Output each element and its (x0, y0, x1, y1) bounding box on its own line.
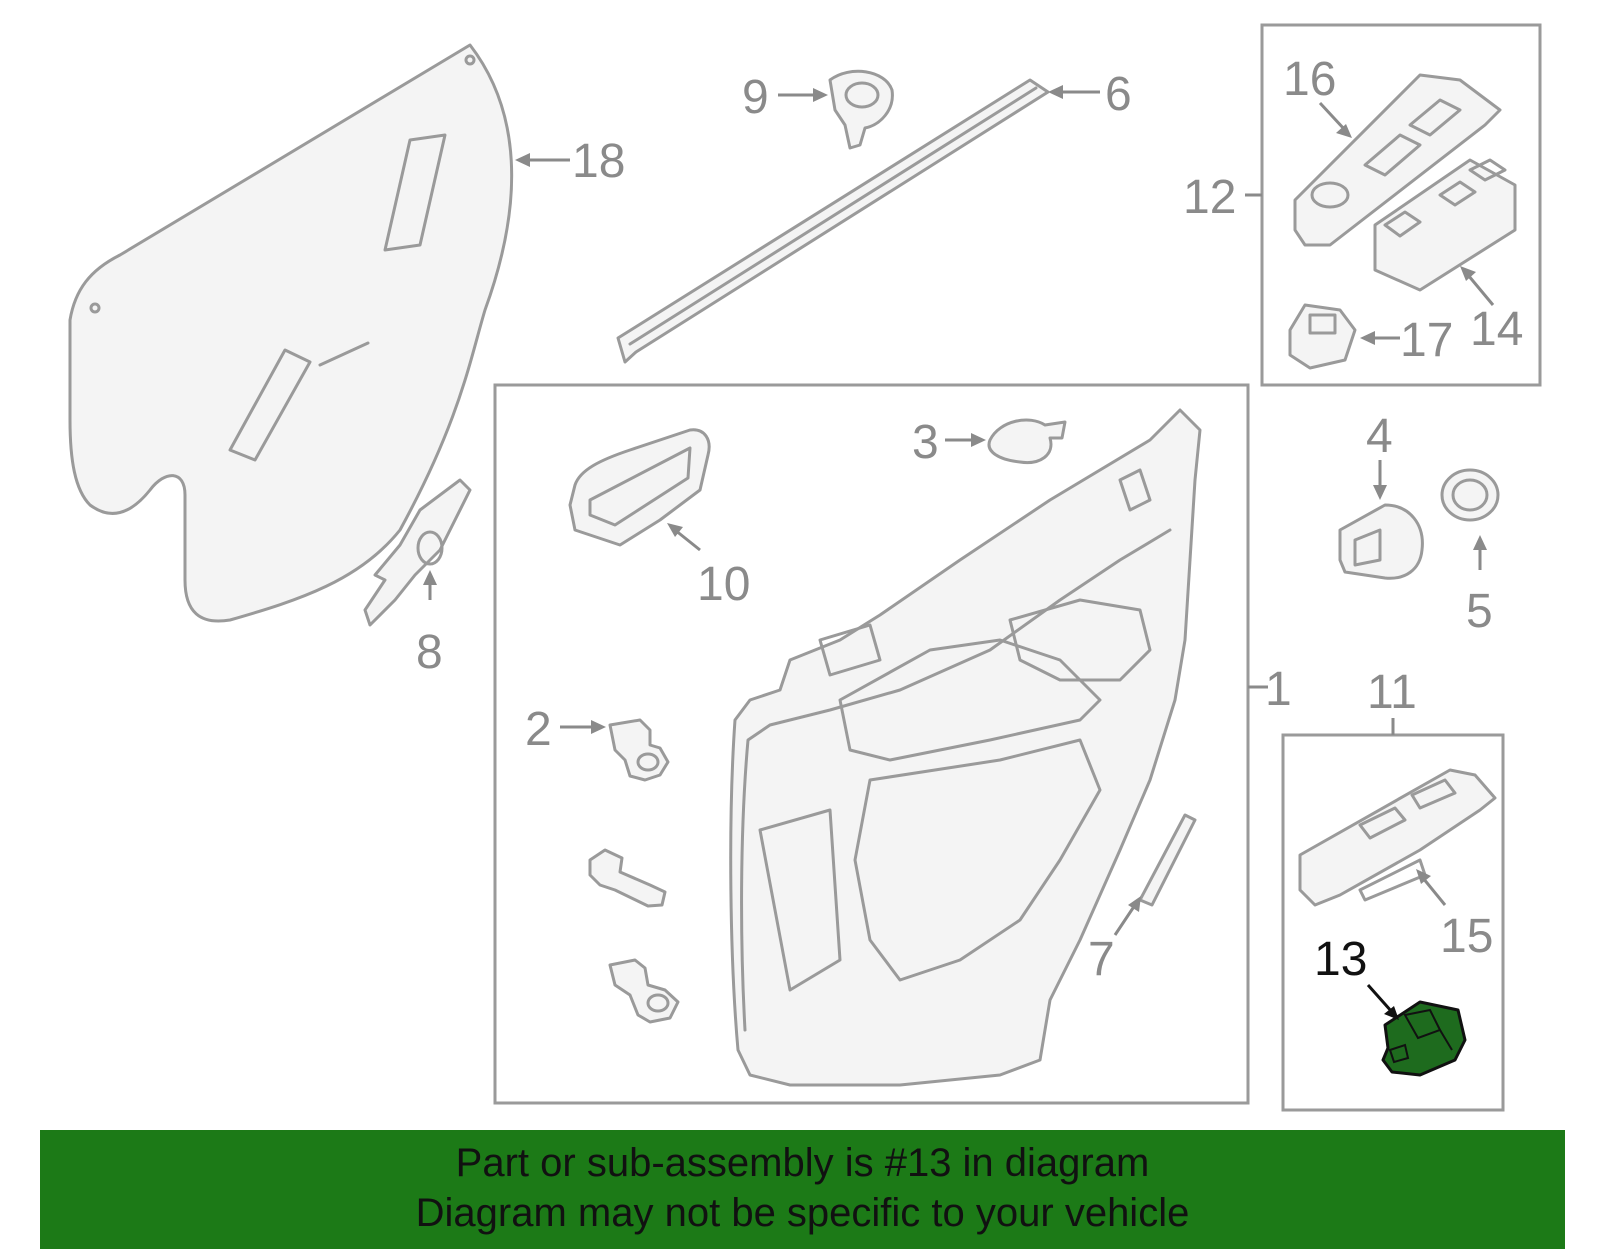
part-4-trim-cover (1338, 503, 1424, 580)
footer-line-2: Diagram may not be specific to your vehi… (415, 1191, 1190, 1235)
callout-1: 1 (1248, 663, 1292, 716)
part-3-cap (987, 418, 1067, 465)
callout-8: 8 (416, 570, 443, 679)
callout-18: 18 (515, 135, 625, 188)
callout-11: 11 (1367, 666, 1417, 735)
part-14-window-switch (1373, 158, 1517, 292)
callout-3: 3 (912, 416, 986, 469)
callout-3-label: 3 (912, 416, 939, 469)
part-17-mirror-switch (1288, 303, 1357, 370)
part-10-pull-handle (568, 428, 711, 547)
callout-16-label: 16 (1283, 53, 1336, 106)
callout-12: 12 (1183, 171, 1262, 224)
callout-15-label: 15 (1440, 910, 1493, 963)
callout-7-label: 7 (1088, 933, 1115, 986)
callout-8-label: 8 (416, 626, 443, 679)
part-16-switch-bezel (1293, 73, 1502, 247)
callout-5: 5 (1466, 535, 1493, 638)
part-2-fastener (608, 958, 680, 1024)
callout-9-label: 9 (742, 71, 769, 124)
callout-16: 16 (1283, 53, 1352, 138)
part-1-door-trim-panel (729, 408, 1202, 1087)
part-2-clip (608, 718, 670, 782)
part-15-switch-bezel (1298, 768, 1497, 907)
callout-10-label: 10 (697, 558, 750, 611)
part-18-door-glass (68, 43, 514, 623)
part-9-grommet (828, 69, 894, 150)
callout-2-label: 2 (525, 703, 552, 756)
callout-15: 15 (1416, 869, 1493, 963)
callout-17: 17 (1360, 314, 1453, 367)
callout-14: 14 (1460, 266, 1523, 356)
callout-10: 10 (667, 523, 750, 611)
callout-6-label: 6 (1105, 68, 1132, 121)
part-2-screw (588, 848, 667, 908)
part-6-weatherstrip (616, 78, 1050, 364)
callout-14-label: 14 (1470, 303, 1523, 356)
callout-4: 4 (1366, 410, 1393, 500)
callout-4-label: 4 (1366, 410, 1393, 463)
callout-18-label: 18 (572, 135, 625, 188)
callout-1-label: 1 (1265, 663, 1292, 716)
part-7-strip (1138, 813, 1197, 907)
part-5-grommet-ring (1440, 468, 1500, 522)
part-13-switch-highlighted (1381, 1000, 1467, 1077)
callout-6: 6 (1048, 68, 1132, 121)
callout-13-label: 13 (1314, 933, 1367, 986)
callout-5-label: 5 (1466, 585, 1493, 638)
callout-9: 9 (742, 71, 828, 124)
part-8-bracket (363, 478, 472, 627)
footer-line-1: Part or sub-assembly is #13 in diagram (455, 1141, 1150, 1185)
callout-17-label: 17 (1400, 314, 1453, 367)
callout-7: 7 (1088, 896, 1141, 986)
callout-11-label: 11 (1367, 666, 1417, 719)
footer-banner: Part or sub-assembly is #13 in diagram D… (40, 1130, 1565, 1249)
callout-2: 2 (525, 703, 606, 756)
callout-12-label: 12 (1183, 171, 1236, 224)
callout-13: 13 (1314, 933, 1399, 1020)
